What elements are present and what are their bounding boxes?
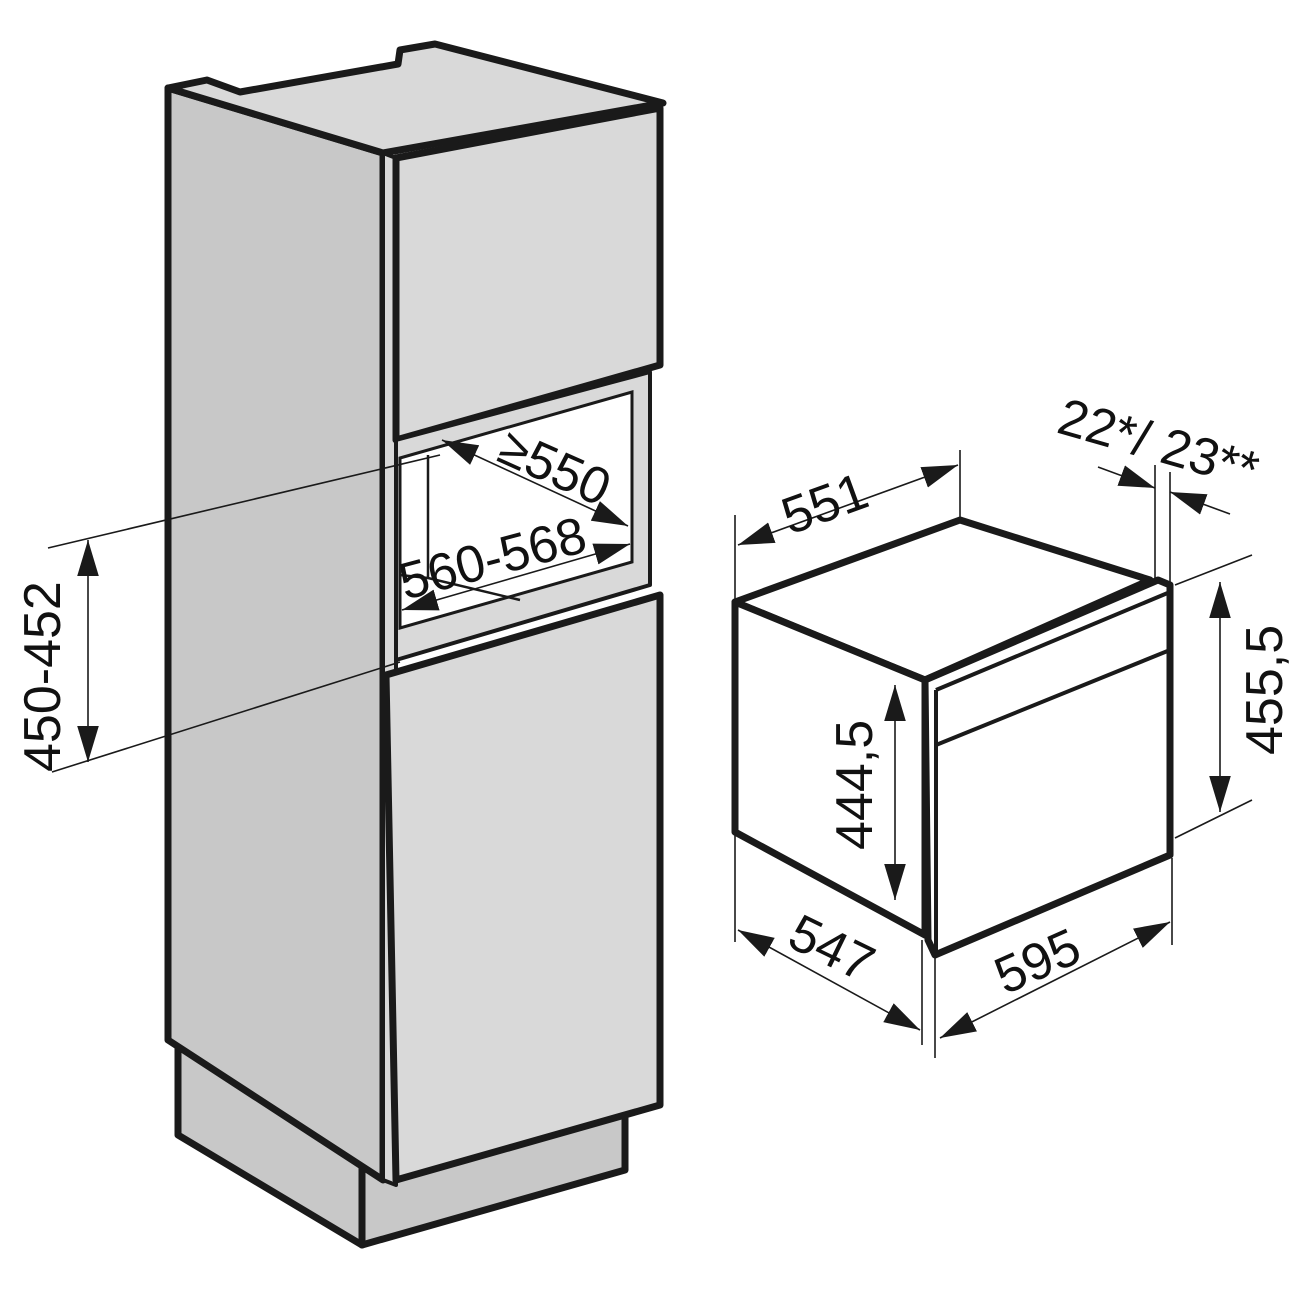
upper-door bbox=[392, 104, 664, 444]
appliance bbox=[731, 516, 1174, 959]
depth-arrow bbox=[737, 464, 959, 546]
body-depth-arrow bbox=[737, 929, 921, 1031]
extension-line bbox=[1174, 799, 1253, 839]
front-offset-arrow-right bbox=[1169, 491, 1231, 515]
total-height-label: 455,5 bbox=[1236, 625, 1294, 755]
front-offset-label: 22*/ 23** bbox=[1052, 388, 1265, 500]
cabinet-side-panel bbox=[164, 84, 387, 1184]
niche-depth-arrow bbox=[441, 439, 629, 527]
lower-door bbox=[382, 591, 664, 1184]
depth-label: 551 bbox=[774, 462, 875, 546]
niche-height-label: 450-452 bbox=[14, 581, 72, 772]
width-label: 595 bbox=[986, 918, 1089, 1006]
body-depth-label: 547 bbox=[780, 904, 883, 994]
extension-line bbox=[47, 454, 441, 549]
niche-width-arrow bbox=[401, 543, 631, 611]
front-offset-arrow-left bbox=[1097, 465, 1156, 489]
extension-line bbox=[51, 661, 401, 773]
body-height-label: 444,5 bbox=[826, 720, 884, 850]
control-strip-line bbox=[935, 648, 1171, 747]
width-arrow bbox=[939, 921, 1171, 1039]
extension-line bbox=[1174, 554, 1253, 586]
cabinet-top bbox=[164, 40, 667, 157]
front-top-edge bbox=[935, 590, 1171, 692]
tall-cabinet bbox=[164, 40, 667, 1249]
